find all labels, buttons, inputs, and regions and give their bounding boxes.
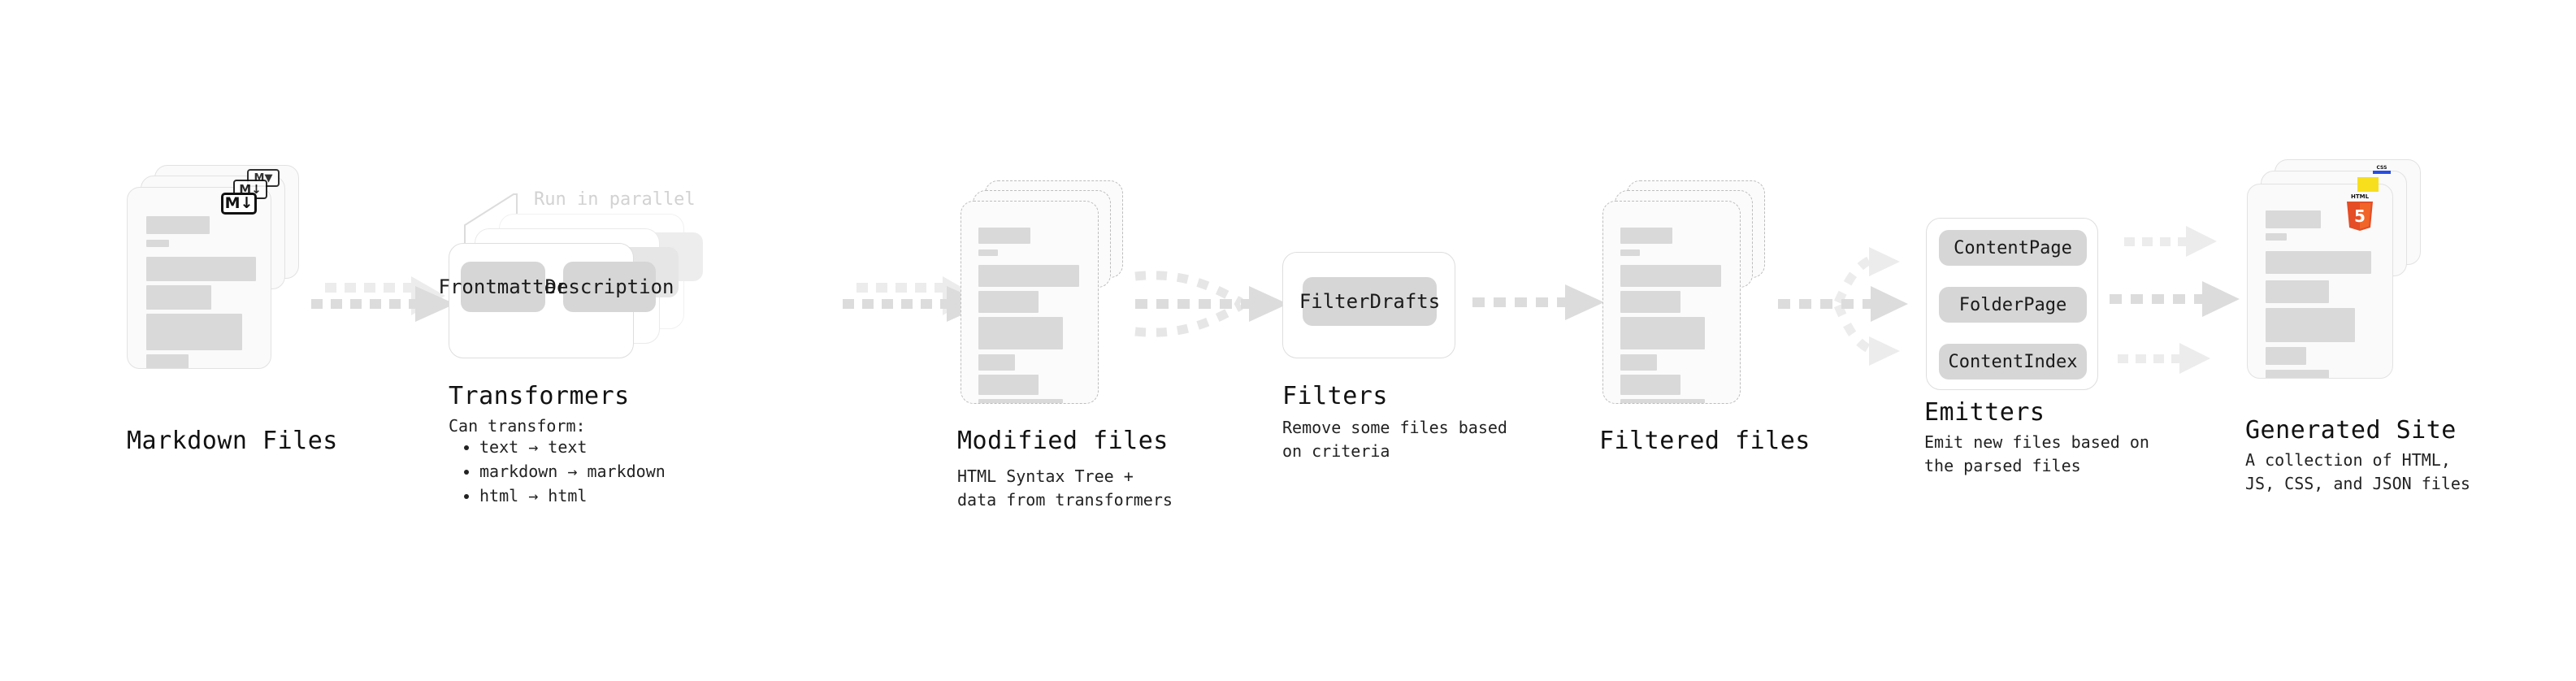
stage-label-modified-files: Modified files xyxy=(957,427,1169,455)
svg-text:CSS: CSS xyxy=(2377,165,2387,171)
transformers-bullet-item: markdown → markdown xyxy=(479,459,666,484)
flow-arrow-5-fanout xyxy=(1778,247,1908,366)
stage-desc-generated-site: A collection of HTML, JS, CSS, and JSON … xyxy=(2245,450,2470,493)
stage-desc-filters: Remove some files based on criteria xyxy=(1282,418,1507,461)
javascript-icon xyxy=(2357,177,2379,192)
stage-label-markdown-files: Markdown Files xyxy=(127,427,338,455)
stage-desc-transformers: Can transform: xyxy=(449,416,586,436)
markdown-icon: M↓ xyxy=(221,193,257,215)
document-card-front xyxy=(127,187,271,369)
flow-arrow-1 xyxy=(311,276,455,322)
svg-text:HTML: HTML xyxy=(2351,193,2370,200)
flow-arrow-6-triple xyxy=(2110,226,2240,374)
css3-icon: CSS xyxy=(2373,165,2391,174)
document-card-front xyxy=(1602,201,1741,404)
transformers-bullet-list: text → text markdown → markdown html → h… xyxy=(465,435,666,508)
flow-arrow-2 xyxy=(843,276,987,322)
flow-arrow-3-merge xyxy=(1134,271,1288,337)
transformer-pill-description[interactable]: Description xyxy=(545,262,674,312)
stage-label-generated-site: Generated Site xyxy=(2245,416,2457,445)
emitter-pill-contentpage[interactable]: ContentPage xyxy=(1939,230,2087,266)
stage-label-transformers: Transformers xyxy=(449,382,630,410)
markdown-icon-glyph: M↓ xyxy=(224,194,254,212)
markdown-icon-glyph: M↓ xyxy=(239,181,262,197)
stage-desc-modified-files: HTML Syntax Tree + data from transformer… xyxy=(957,466,1173,510)
filters-box: FilterDrafts xyxy=(1282,252,1455,358)
emitter-pill-contentindex[interactable]: ContentIndex xyxy=(1939,344,2087,380)
svg-text:5: 5 xyxy=(2354,206,2366,226)
filter-pill-filterdrafts[interactable]: FilterDrafts xyxy=(1299,277,1440,326)
stage-label-filters: Filters xyxy=(1282,382,1388,410)
transformers-bullet-item: text → text xyxy=(479,435,666,459)
stage-label-emitters: Emitters xyxy=(1924,398,2045,427)
transformer-box-front: Frontmatter Description xyxy=(439,243,674,358)
transformer-pill-frontmatter[interactable]: Frontmatter xyxy=(439,262,567,312)
flow-arrow-4 xyxy=(1472,284,1604,320)
html5-icon: HTML 5 xyxy=(2347,193,2373,231)
stage-label-filtered-files: Filtered files xyxy=(1599,427,1811,455)
stage-desc-emitters: Emit new files based on the parsed files xyxy=(1924,432,2149,475)
emitters-box: ContentPage FolderPage ContentIndex xyxy=(1926,218,2098,390)
run-in-parallel-bracket xyxy=(464,193,518,243)
transformers-bullet-item: html → html xyxy=(479,484,666,508)
document-card-front xyxy=(2247,184,2393,379)
emitter-pill-folderpage[interactable]: FolderPage xyxy=(1939,287,2087,323)
run-in-parallel-label: Run in parallel xyxy=(534,189,696,210)
document-card-front xyxy=(961,201,1099,404)
